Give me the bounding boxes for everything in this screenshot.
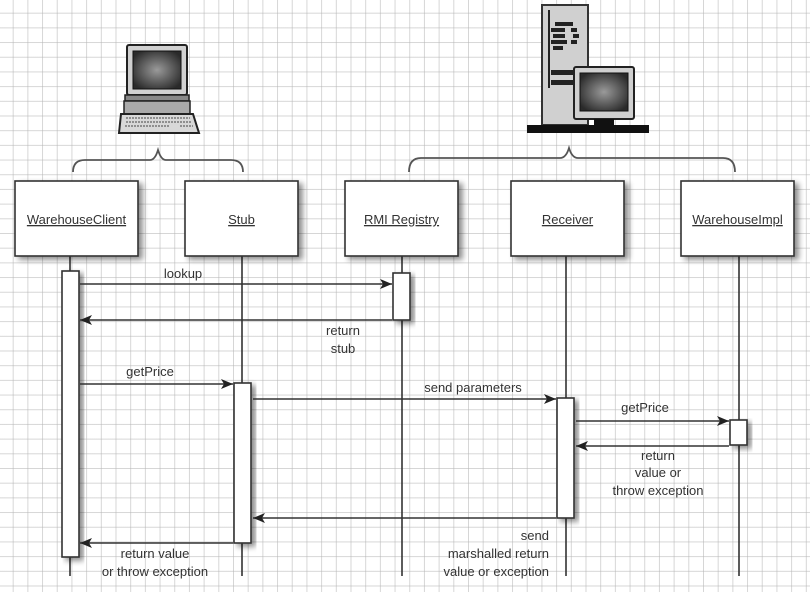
server-tower-icon — [527, 4, 649, 133]
object-label: WarehouseImpl — [692, 212, 783, 227]
activation-warehouse-client — [61, 270, 80, 558]
object-label: Receiver — [542, 212, 594, 227]
object-warehouse-impl[interactable]: WarehouseImpl — [680, 180, 795, 257]
svg-text:return: return — [641, 448, 675, 463]
laptop-icon — [117, 44, 201, 134]
svg-text:lookup: lookup — [164, 266, 202, 281]
activation-receiver — [556, 397, 575, 519]
message-label-lookup: lookup — [164, 266, 202, 281]
svg-text:return: return — [326, 323, 360, 338]
client-group-brace — [72, 146, 244, 173]
activation-warehouse-impl — [729, 419, 748, 446]
svg-text:value or: value or — [635, 465, 682, 480]
svg-text:stub: stub — [331, 341, 356, 356]
svg-text:marshalled return: marshalled return — [448, 546, 549, 561]
message-label-return-value-impl: return value or throw exception — [612, 448, 703, 498]
activation-stub — [233, 382, 252, 544]
message-label-send-marshalled-return: send marshalled return value or exceptio… — [443, 528, 549, 579]
svg-text:send: send — [521, 528, 549, 543]
svg-text:getPrice: getPrice — [126, 364, 174, 379]
svg-text:or throw exception: or throw exception — [102, 564, 208, 579]
svg-text:getPrice: getPrice — [621, 400, 669, 415]
message-label-return-value-client: return value or throw exception — [102, 546, 208, 579]
object-warehouse-client[interactable]: WarehouseClient — [14, 180, 139, 257]
server-group-brace — [408, 144, 736, 173]
message-label-getprice-stub: getPrice — [126, 364, 174, 379]
svg-text:throw exception: throw exception — [612, 483, 703, 498]
message-label-return-stub: return stub — [326, 323, 360, 356]
message-label-send-parameters: send parameters — [424, 380, 522, 395]
object-stub[interactable]: Stub — [184, 180, 299, 257]
object-label: WarehouseClient — [27, 212, 127, 227]
svg-text:value or exception: value or exception — [443, 564, 549, 579]
message-label-getprice-impl: getPrice — [621, 400, 669, 415]
activation-rmi-registry — [392, 272, 411, 321]
object-label: RMI Registry — [364, 212, 440, 227]
object-receiver[interactable]: Receiver — [510, 180, 625, 257]
object-rmi-registry[interactable]: RMI Registry — [344, 180, 459, 257]
svg-text:return value: return value — [121, 546, 190, 561]
svg-text:send parameters: send parameters — [424, 380, 522, 395]
object-label: Stub — [228, 212, 255, 227]
